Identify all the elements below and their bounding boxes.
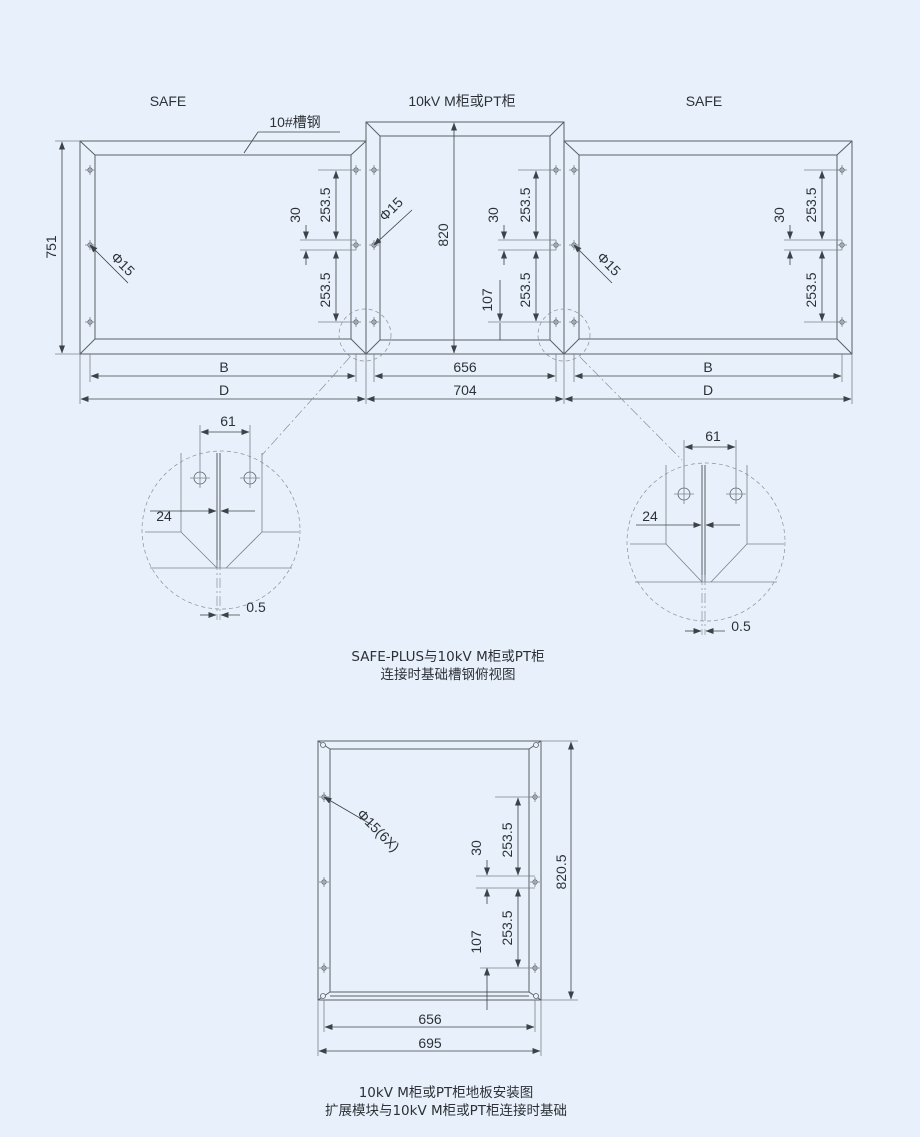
svg-text:253.5: 253.5 <box>499 822 515 857</box>
caption-top-line2: 连接时基础槽钢俯视图 <box>381 666 516 683</box>
top-view: SAFE 10kV M柜或PT柜 SAFE 10#槽钢 <box>43 93 853 461</box>
svg-text:Φ15(6X): Φ15(6X) <box>354 806 403 855</box>
svg-text:30: 30 <box>771 207 787 223</box>
svg-text:107: 107 <box>468 930 484 954</box>
svg-text:0.5: 0.5 <box>731 618 751 634</box>
svg-text:B: B <box>703 359 712 375</box>
right-cabinet-label: SAFE <box>686 93 723 109</box>
svg-text:253.5: 253.5 <box>517 272 533 307</box>
caption-top-line1: SAFE-PLUS与10kV M柜或PT柜 <box>351 649 544 665</box>
hole-dim-right: Φ15 <box>573 244 624 284</box>
callout-leader-right <box>579 356 683 461</box>
middle-cabinet-label: 10kV M柜或PT柜 <box>408 93 515 109</box>
svg-text:695: 695 <box>418 1035 442 1051</box>
svg-text:Φ15: Φ15 <box>108 249 138 279</box>
dim-820: 820 <box>435 122 457 354</box>
svg-text:253.5: 253.5 <box>803 187 819 222</box>
svg-text:24: 24 <box>156 508 172 524</box>
floor-view: Φ15(6X) 253.5 30 253.5 107 820.5 656 695 <box>317 740 578 1056</box>
callout-circle-right <box>537 308 591 362</box>
svg-text:30: 30 <box>485 207 501 223</box>
svg-text:24: 24 <box>642 508 658 524</box>
horizontal-dims: B 656 B D 704 D <box>79 354 853 404</box>
middle-frame <box>365 121 565 355</box>
callout-circle-left <box>338 308 392 362</box>
dim-751: 751 <box>43 140 80 355</box>
svg-text:253.5: 253.5 <box>499 910 515 945</box>
svg-text:107: 107 <box>479 288 495 312</box>
svg-text:820: 820 <box>435 223 451 247</box>
svg-text:656: 656 <box>453 359 477 375</box>
svg-text:751: 751 <box>43 235 59 259</box>
left-hole-spacing-dims: 253.5 30 253.5 <box>287 169 356 323</box>
svg-text:704: 704 <box>453 382 477 398</box>
caption-bottom-line2: 扩展模块与10kV M柜或PT柜连接时基础 <box>325 1102 567 1119</box>
svg-text:30: 30 <box>468 840 484 856</box>
svg-text:0.5: 0.5 <box>246 599 266 615</box>
svg-text:30: 30 <box>287 207 303 223</box>
svg-text:B: B <box>219 359 228 375</box>
mid-hole-spacing-dims: 253.5 30 253.5 107 <box>479 169 556 340</box>
detail-right: 61 24 0.5 <box>626 428 786 635</box>
detail-left: 61 24 0.5 <box>141 413 301 620</box>
svg-text:253.5: 253.5 <box>317 187 333 222</box>
svg-text:656: 656 <box>418 1011 442 1027</box>
callout-leader-left <box>261 356 351 456</box>
svg-text:D: D <box>703 382 713 398</box>
svg-text:820.5: 820.5 <box>553 854 569 889</box>
svg-text:253.5: 253.5 <box>317 272 333 307</box>
channel-steel-label: 10#槽钢 <box>269 114 320 130</box>
channel-steel-leader-diag <box>243 131 259 154</box>
svg-text:61: 61 <box>705 428 721 444</box>
right-hole-spacing-dims: 253.5 30 253.5 <box>771 169 842 323</box>
svg-text:D: D <box>219 382 229 398</box>
hole-dim-left: Φ15 <box>89 244 138 284</box>
svg-text:Φ15: Φ15 <box>594 249 624 279</box>
svg-text:253.5: 253.5 <box>517 187 533 222</box>
left-cabinet-label: SAFE <box>150 93 187 109</box>
caption-bottom-line1: 10kV M柜或PT柜地板安装图 <box>359 1085 534 1101</box>
svg-text:61: 61 <box>220 413 236 429</box>
svg-text:253.5: 253.5 <box>803 272 819 307</box>
